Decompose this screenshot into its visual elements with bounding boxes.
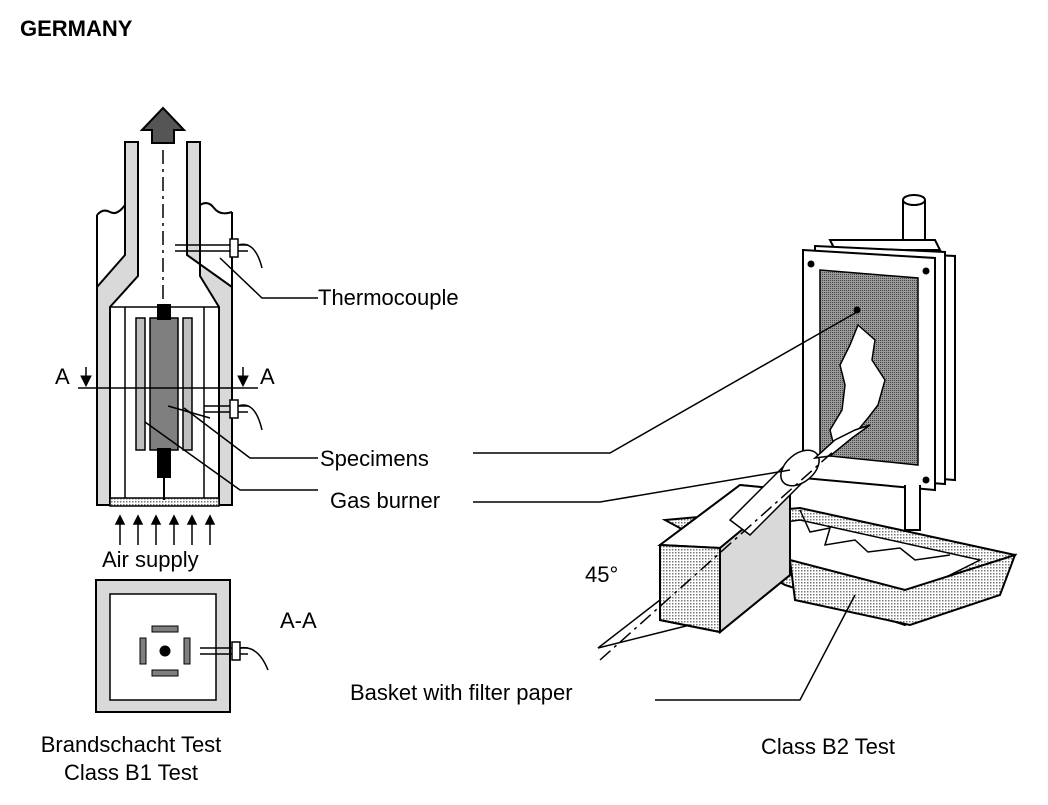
angle-label: 45° [585,562,618,587]
page-title: GERMANY [20,16,133,41]
specimen-panel [149,317,179,451]
specimen-panel [135,317,146,451]
specimen-panel [182,317,193,451]
section-arrow-icon [237,375,249,388]
gas-burner-label: Gas burner [330,488,440,513]
b1-caption-line2: Class B1 Test [64,760,198,785]
section-view-label: A-A [280,608,317,633]
thermocouple-label: Thermocouple [318,285,459,310]
section-arrow-icon [80,375,92,388]
chimney-wall [186,141,233,506]
air-supply-arrows [114,514,216,545]
b2-apparatus [802,194,956,531]
section-marker-left: A [55,364,70,389]
section-marker-right: A [260,364,275,389]
basket-label: Basket with filter paper [350,680,573,705]
exhaust-arrow-icon [139,106,187,144]
specimens-label: Specimens [320,446,429,471]
thermocouple-probe [175,238,263,269]
b1-caption-line1: Brandschacht Test [41,732,222,757]
chimney-wall [96,141,139,506]
air-supply-label: Air supply [102,547,199,572]
section-view [95,579,269,713]
brandschacht-apparatus [78,106,318,545]
burner-box [597,424,871,661]
thermocouple-probe [204,399,263,431]
flame [812,424,871,460]
b2-caption: Class B2 Test [761,734,895,759]
